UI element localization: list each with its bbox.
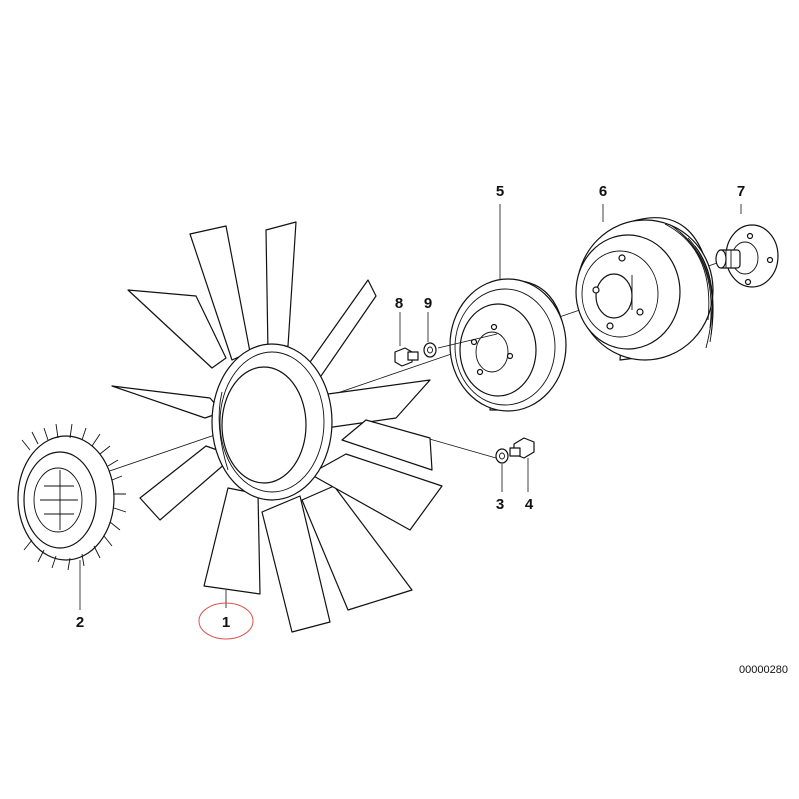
callout-3[interactable]: 3	[496, 496, 504, 513]
part-1-fan-wheel[interactable]	[111, 221, 443, 633]
part-3-washer[interactable]	[495, 448, 509, 464]
callout-9[interactable]: 9	[424, 295, 432, 312]
part-9-washer[interactable]	[423, 342, 437, 358]
part-5-pump-pulley[interactable]	[449, 278, 567, 412]
callout-8[interactable]: 8	[395, 295, 403, 312]
part-8-bolt[interactable]	[394, 347, 419, 367]
callout-1-highlight-ring	[198, 602, 254, 640]
part-7-hub-flange[interactable]	[715, 224, 779, 288]
leader-bolt-to-pulley	[437, 333, 498, 349]
callout-5[interactable]: 5	[496, 183, 504, 200]
callout-7[interactable]: 7	[737, 183, 745, 200]
callout-2[interactable]: 2	[76, 614, 84, 631]
part-2-viscous-clutch[interactable]	[17, 423, 127, 571]
part-4-bolt[interactable]	[509, 437, 535, 459]
document-number: 00000280	[739, 664, 788, 676]
callout-1[interactable]: 1	[222, 614, 230, 631]
callout-4[interactable]: 4	[525, 496, 534, 513]
part-6-belt-pulley[interactable]	[575, 217, 714, 361]
callout-6[interactable]: 6	[599, 183, 607, 200]
